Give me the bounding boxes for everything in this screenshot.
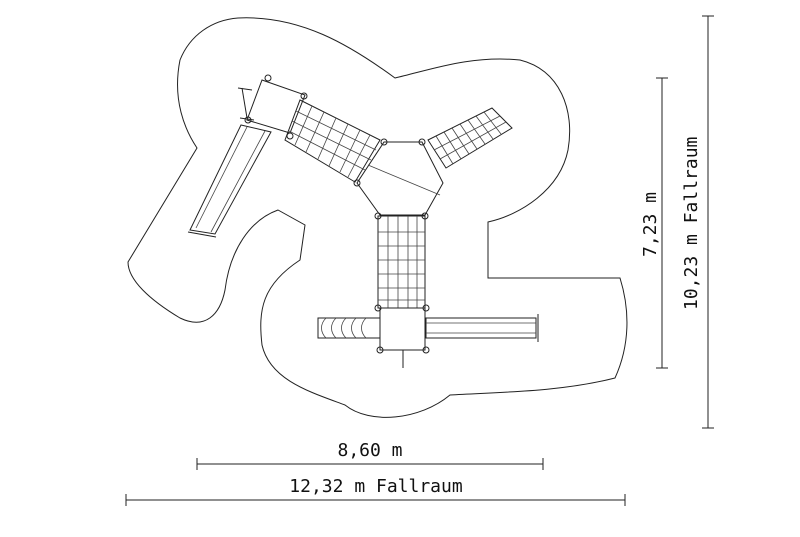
- net-bridge-upper-left: [284, 99, 381, 187]
- slide-left: [187, 87, 272, 238]
- platform-center-hexagon: [356, 138, 444, 220]
- ladder-upper-right: [427, 107, 513, 169]
- stairs-bottom-left: [317, 317, 381, 339]
- net-bridge-vertical: [377, 215, 426, 309]
- platform-top-left: [244, 74, 308, 140]
- slide-bottom-right: [425, 314, 539, 342]
- height-outer-label: 10,23 m Fallraum: [681, 137, 702, 310]
- dimension-height-outer: [702, 15, 714, 429]
- width-inner-label: 8,60 m: [337, 440, 402, 461]
- dimension-height-inner: [656, 77, 668, 369]
- height-inner-label: 7,23 m: [640, 192, 661, 257]
- dimension-width-inner: [196, 458, 544, 470]
- dimension-width-outer: [125, 494, 626, 506]
- fall-zone-outline: [127, 17, 628, 418]
- width-outer-label: 12,32 m Fallraum: [289, 476, 462, 497]
- platform-bottom: [374, 304, 430, 368]
